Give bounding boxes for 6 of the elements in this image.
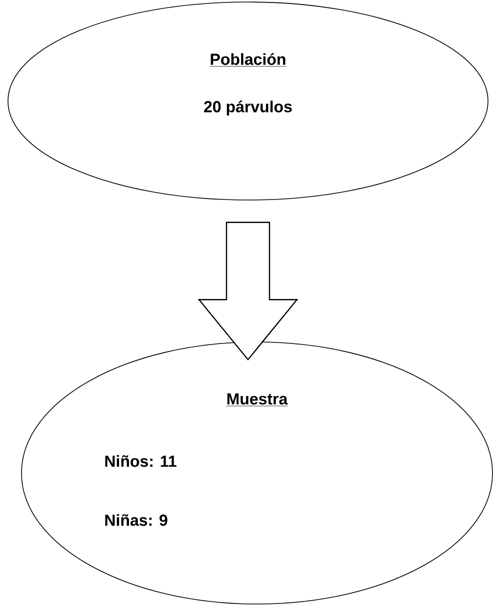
block-arrow bbox=[198, 222, 298, 361]
heading: Muestra bbox=[226, 393, 288, 406]
node-text: Niñas: 9 bbox=[105, 514, 168, 526]
node-text: Niños: 11 bbox=[105, 455, 176, 467]
heading: Población bbox=[210, 53, 286, 67]
node-text: 20 párvulos bbox=[204, 100, 292, 116]
